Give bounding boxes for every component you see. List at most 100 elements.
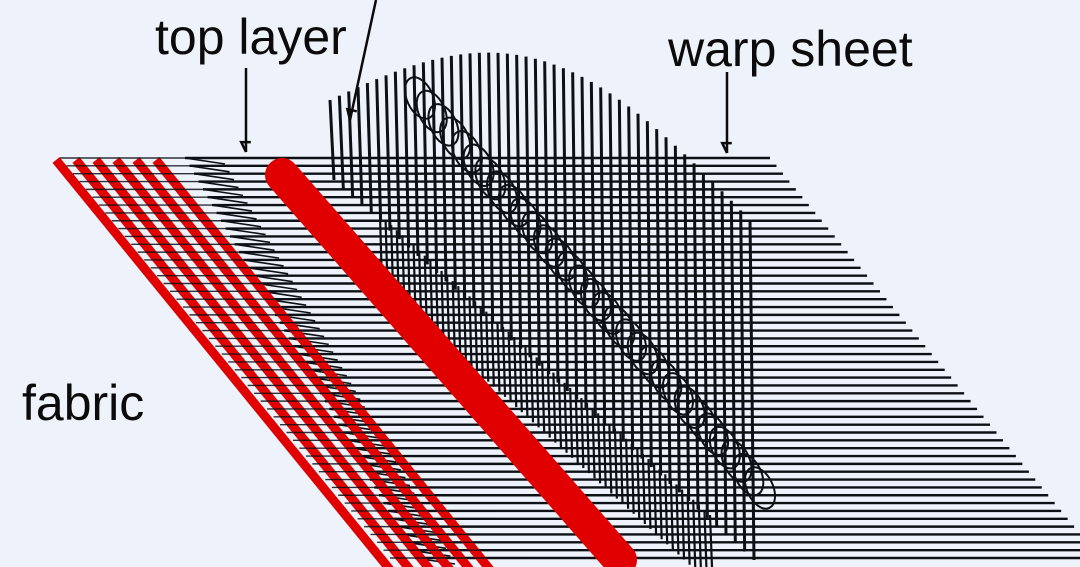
reed-dent: [602, 418, 607, 489]
warp-sheet-arrow: [720, 72, 732, 154]
reed-dent: [429, 260, 434, 331]
heddle-coil: [403, 76, 777, 510]
reed-dent: [574, 392, 579, 463]
weft-thread: [152, 157, 494, 567]
vertical-warp-end: [720, 191, 728, 535]
reed-dent: [619, 433, 624, 504]
vertical-warp-end: [683, 154, 691, 501]
reed-dent: [552, 372, 557, 443]
vertical-warp-end: [393, 71, 401, 240]
vertical-warp-end: [692, 163, 700, 510]
reed-dent: [501, 326, 507, 397]
warp-thread-tail: [202, 188, 244, 197]
vertical-warp-end: [729, 200, 737, 544]
reed-dent: [585, 403, 591, 474]
reed-dent: [708, 514, 714, 567]
vertical-warp-end: [365, 83, 373, 214]
top-layer-arrow-2: [345, 0, 378, 121]
reed-dent: [440, 270, 445, 341]
weft-thread: [112, 157, 454, 567]
fabric-label: fabric: [22, 375, 145, 431]
warp-thread-tail: [257, 282, 298, 291]
vertical-warp-end: [599, 87, 607, 425]
reed-dent: [457, 286, 462, 357]
warp-thread-tail: [252, 274, 293, 283]
reed-dent: [686, 494, 691, 565]
reed-dent: [507, 331, 512, 402]
arrow-down-icon: [720, 141, 732, 154]
annotations: [239, 0, 732, 154]
reed-dent: [518, 342, 523, 413]
weft-thread: [132, 157, 474, 567]
vertical-warp-end: [505, 53, 513, 341]
weft-thread: [52, 157, 394, 567]
reed-dent: [703, 509, 708, 567]
arrow-shaft: [348, 0, 378, 121]
reed-dent: [675, 484, 680, 555]
reed-dent: [630, 443, 635, 514]
reed-dent: [697, 504, 702, 567]
vertical-warp-end: [552, 64, 560, 383]
vertical-warp-end: [543, 61, 551, 375]
reed-dent: [692, 499, 697, 567]
reed-dent: [446, 275, 451, 347]
warp-thread-tail: [211, 204, 253, 212]
vertical-warp-end: [515, 54, 523, 349]
reed-dent: [535, 357, 540, 428]
vertical-warp-end: [589, 81, 597, 417]
reed-dent: [641, 453, 646, 525]
reed-dent: [680, 489, 686, 560]
reed-dent: [513, 337, 518, 408]
warp-thread-tail: [238, 251, 280, 259]
warp-thread-tail: [198, 180, 239, 189]
vertical-warp-end: [477, 52, 485, 316]
reed-dent: [451, 281, 456, 352]
reed-dent: [669, 479, 674, 550]
reed-dent: [597, 413, 602, 484]
reed-dent: [529, 352, 535, 423]
reed-dent: [524, 347, 529, 418]
vertical-warp-end: [645, 121, 653, 468]
vertical-warp-end: [608, 93, 616, 434]
reed-dent: [490, 316, 495, 387]
warp-thread-tail: [193, 172, 235, 181]
top-layer-label: top layer: [155, 9, 347, 65]
vertical-warp-end: [337, 95, 345, 189]
vertical-warp-end: [711, 181, 719, 527]
vertical-warp-end: [701, 172, 709, 518]
reed-dent: [557, 377, 563, 448]
reed-dent: [652, 464, 658, 535]
vertical-warp-end: [431, 59, 439, 273]
reed-dent: [591, 408, 596, 479]
weft-thread: [72, 157, 414, 567]
vertical-warp-end: [412, 65, 420, 257]
vertical-warp-end: [384, 75, 392, 231]
reed-dent: [546, 367, 551, 438]
reed-dent: [636, 448, 641, 519]
warp-thread-tail: [243, 259, 284, 267]
reed-dent: [462, 291, 467, 362]
warp-thread-tail: [216, 212, 257, 220]
vertical-warp-end: [440, 57, 448, 282]
vertical-warp-end: [375, 79, 383, 223]
reed-dent: [479, 306, 484, 377]
vertical-warp-end: [356, 87, 364, 206]
weft-threads: [52, 157, 637, 567]
vertical-warp-end: [655, 129, 663, 476]
vertical-warp-end: [664, 137, 672, 485]
warp-thread-tail: [184, 157, 226, 165]
vertical-warp-end: [459, 54, 467, 299]
reed-dent: [541, 362, 546, 433]
reed-dent: [658, 469, 663, 540]
warp-thread-tail: [207, 196, 248, 205]
vertical-warp-end: [449, 55, 457, 290]
heddle-loop: [743, 466, 777, 510]
vertical-warp-end: [328, 99, 336, 181]
vertical-warp-end: [617, 99, 625, 442]
top-layer-arrow: [239, 68, 251, 153]
reed-dent: [485, 311, 490, 382]
warp-thread-tail: [229, 235, 271, 244]
weft-being-inserted: [265, 158, 637, 567]
reed-dent: [569, 387, 574, 458]
